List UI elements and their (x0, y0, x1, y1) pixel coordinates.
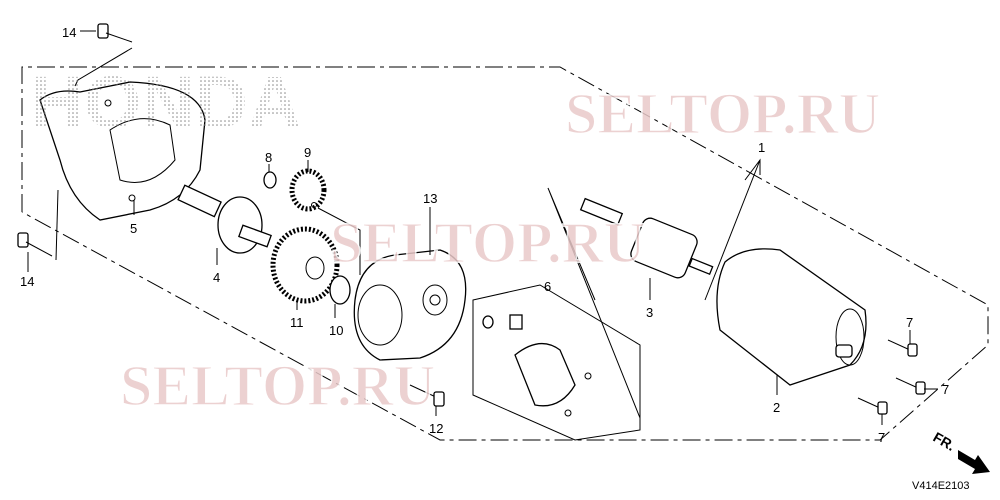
callout-6: 6 (544, 279, 551, 294)
watermark: SELTOP.RU (565, 81, 880, 146)
washer-8 (263, 171, 277, 189)
bolt-7-c (857, 397, 888, 415)
gear-housing-13 (353, 249, 467, 361)
callout-7: 7 (942, 382, 949, 397)
armature-bracket (547, 187, 641, 419)
bolt-12 (409, 384, 445, 407)
starter-cover (39, 81, 206, 221)
watermark: SELTOP.RU (330, 210, 645, 275)
callout-12: 12 (429, 421, 443, 436)
callout-14: 14 (20, 274, 34, 289)
callout-13: 13 (423, 191, 437, 206)
bolt-14-top (74, 23, 133, 87)
callout-11: 11 (290, 315, 304, 330)
arrow-icon (958, 450, 990, 474)
callout-7: 7 (878, 430, 885, 445)
callout-14: 14 (62, 25, 76, 40)
brush-holder-box (472, 284, 641, 441)
callout-10: 10 (329, 323, 343, 338)
armature-3 (579, 197, 714, 279)
callout-7: 7 (906, 315, 913, 330)
diagram-code: V414E2103 (912, 480, 970, 492)
washer-10 (329, 275, 351, 305)
front-direction-indicator: FR. (931, 429, 990, 474)
callout-3: 3 (646, 305, 653, 320)
assembly-boundary (21, 66, 989, 441)
starter-pinion-4 (177, 184, 272, 254)
leader-lines (27, 30, 938, 425)
gear-9 (289, 168, 361, 275)
callout-1: 1 (758, 140, 765, 155)
bolt-14-bottom (17, 189, 59, 261)
bolt-7-b (895, 377, 926, 395)
motor-case-2 (716, 248, 867, 386)
callout-4: 4 (213, 270, 220, 285)
brush-holder-6 (482, 314, 592, 417)
watermark: SELTOP.RU (120, 353, 435, 418)
leader-line (704, 159, 761, 301)
callout-8: 8 (265, 150, 272, 165)
callout-2: 2 (773, 400, 780, 415)
front-label: FR. (931, 429, 959, 454)
callout-9: 9 (304, 145, 311, 160)
callout-5: 5 (130, 221, 137, 236)
honda-logo: HONDA (30, 61, 301, 144)
bolt-7-a (887, 339, 918, 357)
gear-11 (270, 226, 340, 304)
